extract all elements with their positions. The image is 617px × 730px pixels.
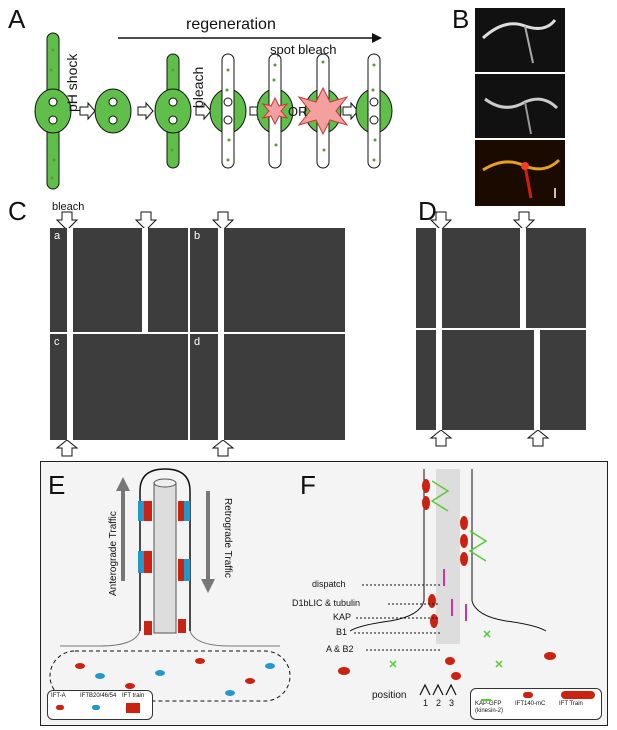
spot-bleach-label: spot bleach	[270, 42, 337, 57]
panel-label-f: F	[300, 470, 316, 500]
label-d1blic: D1bLIC & tubulin	[292, 598, 361, 608]
micrograph-merge	[475, 140, 565, 206]
position-1: 1	[423, 698, 429, 708]
panel-d-arrows	[429, 211, 536, 231]
kymograph-c-c: c	[50, 334, 188, 440]
regeneration-label: regeneration	[186, 16, 276, 33]
legend-kap: KAP-GFP	[475, 701, 502, 707]
kymograph-c-b: b	[190, 228, 345, 332]
ph-shock-label: pH shock	[64, 53, 80, 112]
anterograde-label: Anterograde Traffic	[108, 511, 119, 596]
bleach-top-label: bleach	[52, 201, 85, 213]
position-2: 2	[436, 698, 442, 708]
kymograph-c-a: a	[50, 228, 188, 332]
label-b1: B1	[336, 627, 348, 637]
kymograph-d-bottom	[416, 330, 586, 430]
panel-label-d: D	[418, 196, 437, 226]
panel-e-legend: IFT-A IFTB20/46/54 IFT train	[47, 690, 153, 720]
legend-iftb: IFTB20/46/54	[80, 693, 117, 699]
legend-train: IFT train	[122, 693, 145, 699]
panel-label-b: B	[452, 4, 470, 34]
kymograph-c-d: d	[190, 334, 345, 440]
panel-label-e: E	[48, 470, 66, 500]
legend-ifta: IFT-A	[51, 693, 66, 699]
micrograph-gray-1	[475, 8, 565, 72]
kymo-label-d: d	[194, 336, 201, 348]
retrograde-label: Retrograde Traffic	[222, 498, 233, 578]
position-3: 3	[449, 698, 455, 708]
label-dispatch: dispatch	[312, 579, 346, 589]
panel-d-bottom-arrows	[429, 430, 550, 447]
kymograph-d-top	[416, 228, 586, 328]
bleach-label: bleach	[190, 66, 206, 108]
legend-kinesin: (kinesin-2)	[475, 708, 504, 714]
panel-e-diagram	[49, 468, 291, 702]
or-label: OR	[288, 104, 308, 119]
kymo-label-c: c	[54, 336, 60, 348]
kymo-label-b: b	[194, 230, 201, 242]
legend-ift-train: IFT Train	[559, 701, 583, 707]
panel-f-diagram	[338, 469, 556, 696]
panel-label-a: A	[8, 4, 26, 34]
panel-f-legend: KAP-GFP (kinesin-2) IFT140-mC IFT Train	[470, 688, 602, 720]
panel-label-c: C	[8, 196, 27, 226]
panel-ef-frame	[40, 461, 608, 726]
panel-a-diagram	[34, 32, 393, 190]
kymo-label-a: a	[54, 230, 61, 242]
panel-c-arrows	[55, 211, 235, 231]
position-label: position	[372, 690, 407, 701]
micrograph-gray-2	[475, 74, 565, 138]
panel-c-bottom-arrows	[55, 440, 235, 457]
label-kap: KAP	[333, 612, 352, 622]
legend-ift140: IFT140-mC	[515, 701, 546, 707]
label-a-b2: A & B2	[326, 644, 354, 654]
